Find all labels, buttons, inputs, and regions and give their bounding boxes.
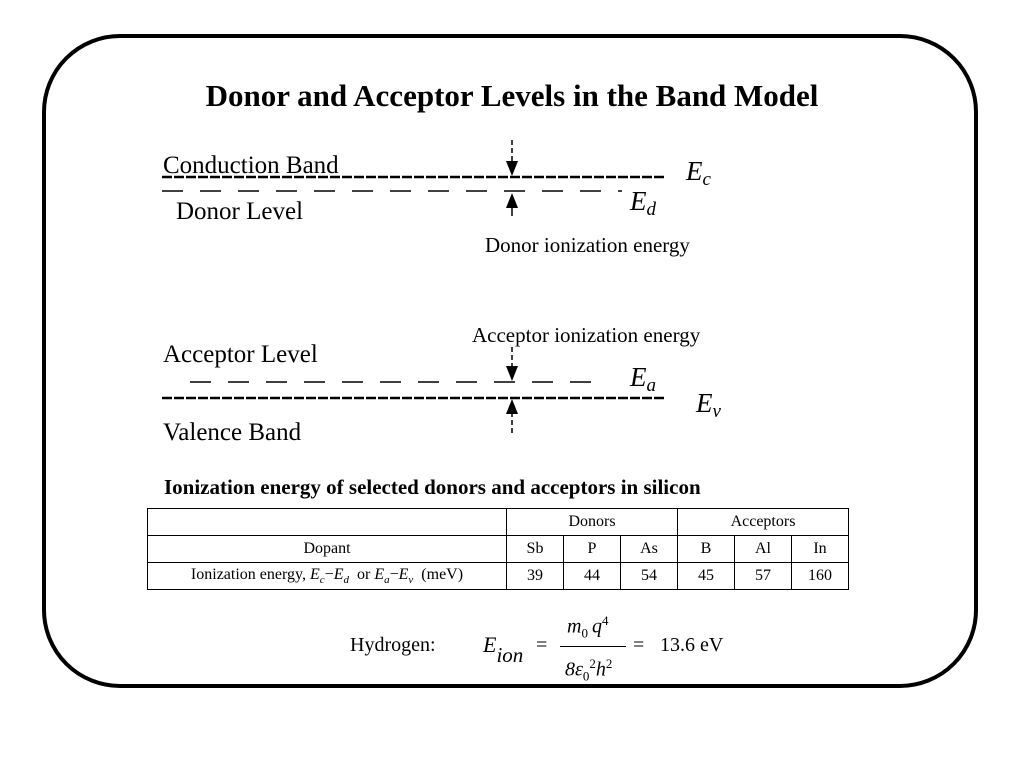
table-header-donors: Donors bbox=[506, 508, 678, 536]
formula-equals: = bbox=[633, 634, 645, 656]
donor-arrow-bottom-head bbox=[506, 193, 518, 208]
table-header-acceptors: Acceptors bbox=[677, 508, 849, 536]
acceptor-ionization-label: Acceptor ionization energy bbox=[472, 323, 701, 347]
table-row-dopants: Dopant Sb P As B Al In bbox=[147, 535, 849, 563]
acceptor-arrow-bottom-head bbox=[506, 399, 518, 414]
table-cell-empty bbox=[147, 508, 507, 536]
formula-fraction-bar bbox=[560, 646, 626, 647]
table-row-groups: Donors Acceptors bbox=[147, 508, 849, 536]
page-title: Donor and Acceptor Levels in the Band Mo… bbox=[205, 78, 819, 113]
table-cell-dopant: Al bbox=[734, 535, 792, 563]
table-cell-energy: 160 bbox=[791, 562, 849, 590]
table-cell-dopant: B bbox=[677, 535, 735, 563]
ev-symbol: Ev bbox=[696, 388, 721, 422]
formula-e-ion: Eion bbox=[483, 632, 524, 667]
formula-denominator: 8ε02h2 bbox=[565, 656, 613, 684]
table-cell-energy: 57 bbox=[734, 562, 792, 590]
table-cell-dopant: As bbox=[620, 535, 678, 563]
hydrogen-result: 13.6 eV bbox=[660, 634, 724, 656]
table-caption: Ionization energy of selected donors and… bbox=[164, 475, 701, 499]
table-cell-energy: 39 bbox=[506, 562, 564, 590]
table-label-energy: Ionization energy, Ec−Ed or Ea−Ev (meV) bbox=[147, 562, 507, 590]
hydrogen-formula: Hydrogen: Eion = m0 q4 8ε02h2 = 13.6 eV bbox=[0, 610, 1024, 690]
table-cell-energy: 44 bbox=[563, 562, 621, 590]
hydrogen-label: Hydrogen: bbox=[350, 634, 436, 656]
table-cell-dopant: P bbox=[563, 535, 621, 563]
formula-equals: = bbox=[536, 634, 548, 656]
table-cell-dopant: In bbox=[791, 535, 849, 563]
ed-symbol: Ed bbox=[630, 186, 656, 220]
table-cell-dopant: Sb bbox=[506, 535, 564, 563]
ea-symbol: Ea bbox=[630, 362, 656, 396]
slide-frame bbox=[42, 34, 978, 688]
table-row-energies: Ionization energy, Ec−Ed or Ea−Ev (meV) … bbox=[147, 562, 849, 590]
donor-ionization-label: Donor ionization energy bbox=[485, 233, 690, 257]
ionization-table: Donors Acceptors Dopant Sb P As B Al In … bbox=[147, 508, 849, 590]
donor-level-label: Donor Level bbox=[176, 198, 304, 225]
acceptor-level-label: Acceptor Level bbox=[163, 341, 318, 368]
conduction-band-label: Conduction Band bbox=[163, 152, 339, 179]
valence-band-label: Valence Band bbox=[163, 419, 302, 446]
acceptor-arrow-top-head bbox=[506, 366, 518, 381]
table-cell-energy: 45 bbox=[677, 562, 735, 590]
formula-numerator: m0 q4 bbox=[567, 613, 609, 641]
donor-arrow-top-head bbox=[506, 161, 518, 176]
table-label-dopant: Dopant bbox=[147, 535, 507, 563]
ec-symbol: Ec bbox=[686, 156, 711, 190]
table-cell-energy: 54 bbox=[620, 562, 678, 590]
